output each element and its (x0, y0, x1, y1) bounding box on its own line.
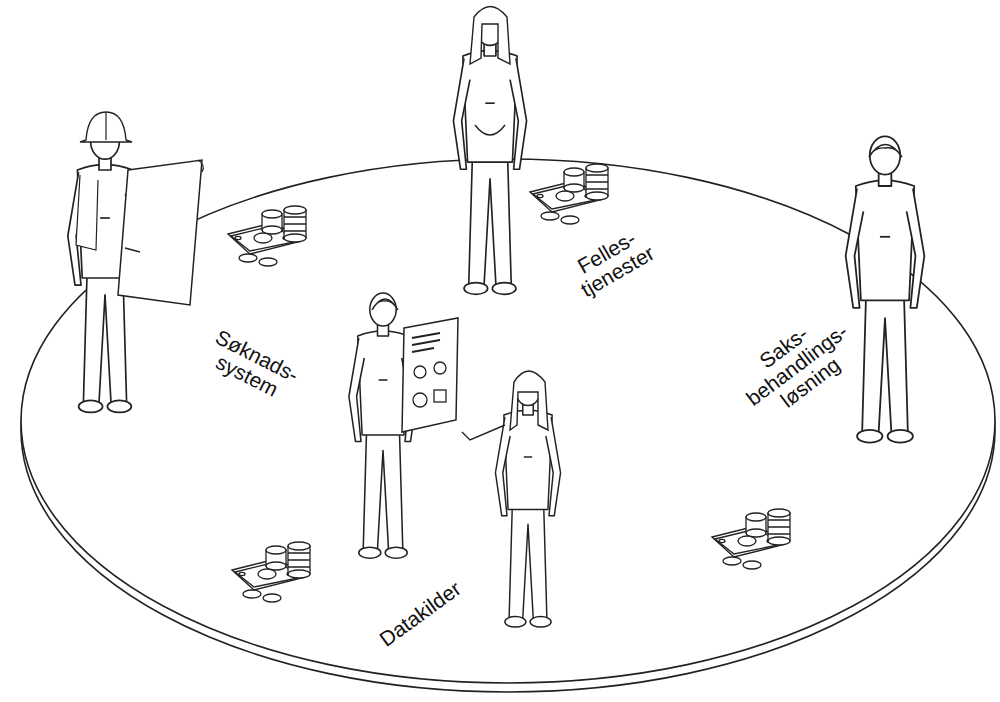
person-figure (462, 371, 561, 627)
person-figure (453, 7, 526, 295)
money-stack (228, 206, 306, 266)
person-figure (68, 112, 204, 412)
money-stack (712, 509, 790, 569)
person-figure (846, 136, 925, 442)
money-stack (530, 164, 608, 224)
person-figure (349, 293, 458, 558)
money-stack (232, 542, 310, 602)
